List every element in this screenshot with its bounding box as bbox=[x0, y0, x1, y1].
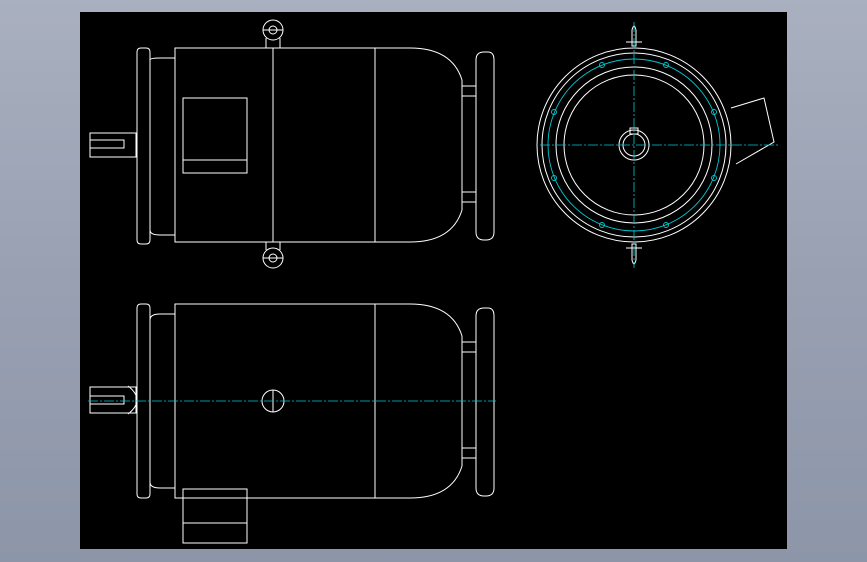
lifting-eye-top bbox=[262, 19, 284, 48]
shaft bbox=[89, 132, 137, 158]
fan-cover bbox=[461, 51, 495, 241]
lifting-eye-bottom bbox=[262, 242, 284, 269]
drawing-canvas bbox=[80, 12, 787, 549]
terminal-box-side bbox=[182, 488, 248, 544]
bolt-holes bbox=[551, 62, 717, 228]
motor-body-side bbox=[174, 303, 463, 499]
side-elevation-view bbox=[88, 303, 496, 544]
motor-body bbox=[174, 47, 463, 243]
end-view bbox=[536, 22, 778, 268]
terminal-box bbox=[182, 97, 248, 174]
front-elevation-view bbox=[89, 19, 495, 269]
shaft-side bbox=[89, 385, 138, 415]
terminal-box-side bbox=[730, 97, 775, 165]
drive-end-flange bbox=[136, 47, 176, 245]
fan-cover-side bbox=[461, 307, 495, 497]
